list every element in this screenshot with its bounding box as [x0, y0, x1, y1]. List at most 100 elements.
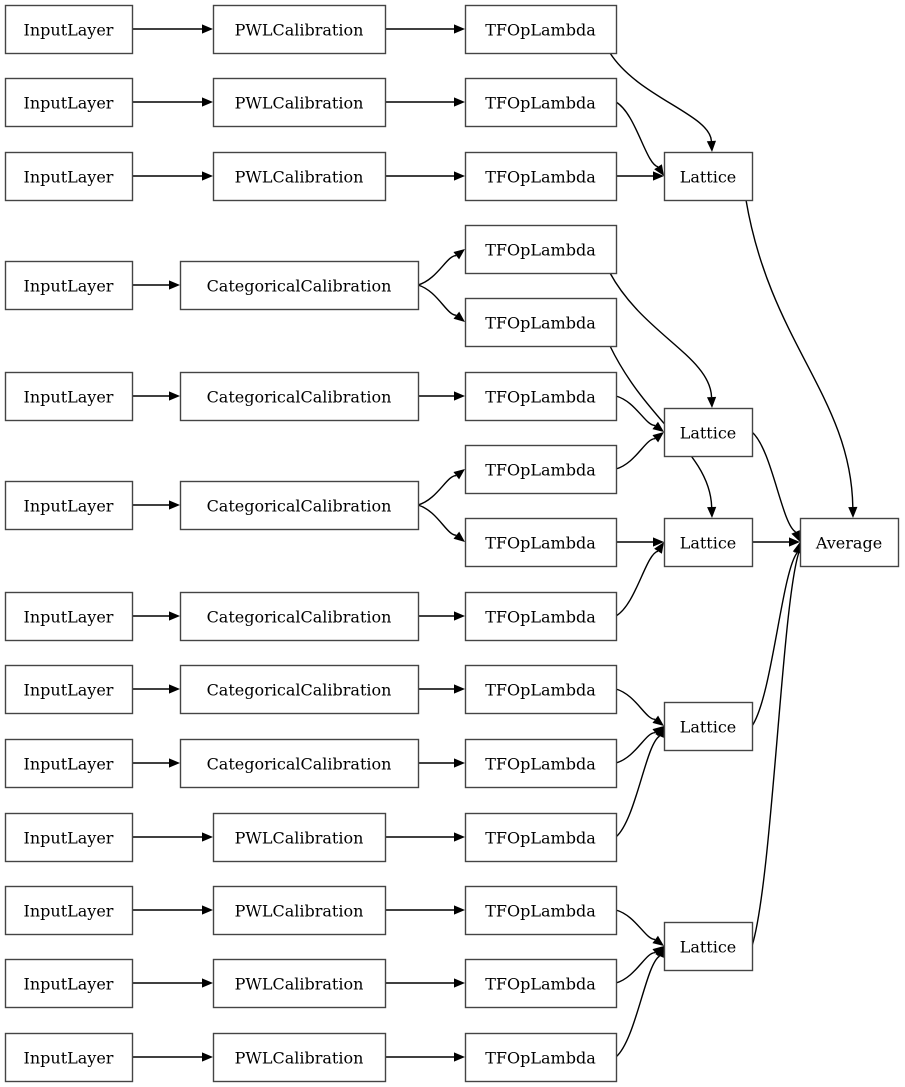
- node-box[interactable]: [464, 958, 618, 1009]
- node-box[interactable]: [464, 371, 618, 422]
- node-box[interactable]: [212, 77, 387, 128]
- node-box[interactable]: [464, 1032, 618, 1083]
- node-box[interactable]: [212, 1032, 387, 1083]
- node-pwlcalibration-cal11[interactable]: PWLCalibration: [212, 885, 387, 936]
- node-box[interactable]: [179, 480, 420, 531]
- arrowhead-cal6-to-op7: [453, 469, 465, 480]
- node-box[interactable]: [464, 664, 618, 715]
- node-box[interactable]: [464, 77, 618, 128]
- node-box[interactable]: [212, 885, 387, 936]
- node-input-layer-in12[interactable]: InputLayer: [4, 958, 134, 1009]
- node-categorical-calibration-cal5[interactable]: CategoricalCalibration: [179, 371, 420, 422]
- arrowhead-in4-to-cal4: [169, 280, 180, 290]
- node-box[interactable]: [464, 517, 618, 568]
- node-input-layer-in2[interactable]: InputLayer: [4, 77, 134, 128]
- node-box[interactable]: [4, 812, 134, 863]
- node-box[interactable]: [464, 4, 618, 55]
- node-pwlcalibration-cal13[interactable]: PWLCalibration: [212, 1032, 387, 1083]
- node-box[interactable]: [464, 738, 618, 789]
- edge-lat4-to-avg: [751, 552, 798, 727]
- node-input-layer-in4[interactable]: InputLayer: [4, 260, 134, 311]
- node-pwlcalibration-cal2[interactable]: PWLCalibration: [212, 77, 387, 128]
- node-tfop-lambda-op11[interactable]: TFOpLambda: [464, 738, 618, 789]
- node-box[interactable]: [4, 591, 134, 642]
- node-box[interactable]: [179, 591, 420, 642]
- node-box[interactable]: [464, 812, 618, 863]
- node-input-layer-in5[interactable]: InputLayer: [4, 371, 134, 422]
- node-box[interactable]: [663, 151, 754, 202]
- arrowhead-cal7-to-op9: [454, 611, 465, 621]
- node-input-layer-in13[interactable]: InputLayer: [4, 1032, 134, 1083]
- node-box[interactable]: [799, 517, 900, 568]
- node-tfop-lambda-op9[interactable]: TFOpLambda: [464, 591, 618, 642]
- node-categorical-calibration-cal4[interactable]: CategoricalCalibration: [179, 260, 420, 311]
- node-box[interactable]: [464, 591, 618, 642]
- node-lattice-lat3[interactable]: Lattice: [663, 517, 754, 568]
- node-input-layer-in10[interactable]: InputLayer: [4, 812, 134, 863]
- node-box[interactable]: [212, 812, 387, 863]
- node-tfop-lambda-op3[interactable]: TFOpLambda: [464, 151, 618, 202]
- node-pwlcalibration-cal12[interactable]: PWLCalibration: [212, 958, 387, 1009]
- node-input-layer-in11[interactable]: InputLayer: [4, 885, 134, 936]
- node-box[interactable]: [212, 4, 387, 55]
- node-box[interactable]: [4, 958, 134, 1009]
- node-pwlcalibration-cal1[interactable]: PWLCalibration: [212, 4, 387, 55]
- node-input-layer-in8[interactable]: InputLayer: [4, 664, 134, 715]
- node-box[interactable]: [212, 958, 387, 1009]
- node-tfop-lambda-op14[interactable]: TFOpLambda: [464, 958, 618, 1009]
- node-box[interactable]: [464, 885, 618, 936]
- node-tfop-lambda-op5[interactable]: TFOpLambda: [464, 297, 618, 348]
- node-box[interactable]: [212, 151, 387, 202]
- node-box[interactable]: [179, 738, 420, 789]
- node-pwlcalibration-cal3[interactable]: PWLCalibration: [212, 151, 387, 202]
- node-tfop-lambda-op12[interactable]: TFOpLambda: [464, 812, 618, 863]
- node-average-avg[interactable]: Average: [799, 517, 900, 568]
- node-box[interactable]: [4, 1032, 134, 1083]
- node-box[interactable]: [464, 151, 618, 202]
- node-categorical-calibration-cal9[interactable]: CategoricalCalibration: [179, 738, 420, 789]
- node-box[interactable]: [663, 701, 754, 752]
- node-box[interactable]: [464, 444, 618, 495]
- node-box[interactable]: [4, 77, 134, 128]
- node-box[interactable]: [663, 407, 754, 458]
- node-box[interactable]: [4, 664, 134, 715]
- node-categorical-calibration-cal7[interactable]: CategoricalCalibration: [179, 591, 420, 642]
- edge-op9-to-lat3: [615, 550, 659, 617]
- node-box[interactable]: [179, 260, 420, 311]
- node-box[interactable]: [4, 4, 134, 55]
- node-input-layer-in6[interactable]: InputLayer: [4, 480, 134, 531]
- node-lattice-lat5[interactable]: Lattice: [663, 921, 754, 972]
- node-input-layer-in9[interactable]: InputLayer: [4, 738, 134, 789]
- node-input-layer-in7[interactable]: InputLayer: [4, 591, 134, 642]
- node-tfop-lambda-op8[interactable]: TFOpLambda: [464, 517, 618, 568]
- node-tfop-lambda-op7[interactable]: TFOpLambda: [464, 444, 618, 495]
- node-box[interactable]: [4, 738, 134, 789]
- node-box[interactable]: [663, 517, 754, 568]
- node-lattice-lat4[interactable]: Lattice: [663, 701, 754, 752]
- node-tfop-lambda-op2[interactable]: TFOpLambda: [464, 77, 618, 128]
- node-categorical-calibration-cal6[interactable]: CategoricalCalibration: [179, 480, 420, 531]
- node-box[interactable]: [4, 151, 134, 202]
- node-box[interactable]: [179, 371, 420, 422]
- node-tfop-lambda-op4[interactable]: TFOpLambda: [464, 224, 618, 275]
- edge-op7-to-lat2: [615, 438, 656, 470]
- node-box[interactable]: [4, 371, 134, 422]
- node-tfop-lambda-op1[interactable]: TFOpLambda: [464, 4, 618, 55]
- node-box[interactable]: [4, 885, 134, 936]
- node-pwlcalibration-cal10[interactable]: PWLCalibration: [212, 812, 387, 863]
- node-input-layer-in3[interactable]: InputLayer: [4, 151, 134, 202]
- node-box[interactable]: [464, 297, 618, 348]
- node-input-layer-in1[interactable]: InputLayer: [4, 4, 134, 55]
- node-box[interactable]: [4, 480, 134, 531]
- node-tfop-lambda-op10[interactable]: TFOpLambda: [464, 664, 618, 715]
- node-tfop-lambda-op15[interactable]: TFOpLambda: [464, 1032, 618, 1083]
- node-box[interactable]: [464, 224, 618, 275]
- node-tfop-lambda-op6[interactable]: TFOpLambda: [464, 371, 618, 422]
- node-lattice-lat2[interactable]: Lattice: [663, 407, 754, 458]
- node-categorical-calibration-cal8[interactable]: CategoricalCalibration: [179, 664, 420, 715]
- node-lattice-lat1[interactable]: Lattice: [663, 151, 754, 202]
- node-box[interactable]: [663, 921, 754, 972]
- node-tfop-lambda-op13[interactable]: TFOpLambda: [464, 885, 618, 936]
- node-box[interactable]: [4, 260, 134, 311]
- node-box[interactable]: [179, 664, 420, 715]
